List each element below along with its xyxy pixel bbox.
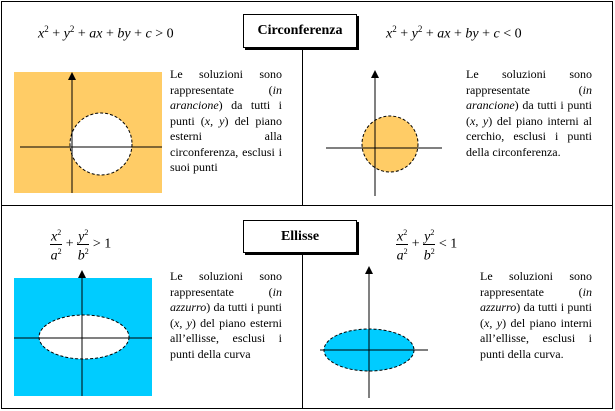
ellipse-right-description: Le soluzioni sono rappresentate (in azzu…	[480, 269, 592, 361]
circle-left-description: Le soluzioni sono rappresentate (in aran…	[170, 67, 282, 174]
ellipse-section-title: Ellisse	[243, 220, 357, 253]
interior-region	[361, 115, 419, 173]
section-divider	[1, 205, 613, 206]
circle-left-equation: x2 + y2 + ax + by + c > 0	[38, 24, 174, 42]
circle-exterior-figure	[14, 72, 162, 193]
ellipse-column-divider	[302, 250, 303, 409]
ellipse-exterior-figure	[14, 270, 152, 396]
circumference-dashed	[69, 112, 133, 176]
circle-right-description: Le soluzioni sono rappresentate (in aran…	[466, 67, 592, 159]
circle-right-equation: x2 + y2 + ax + by + c < 0	[386, 24, 522, 42]
ellipse-interior-figure	[320, 266, 428, 398]
circle-section-title: Circonferenza	[243, 14, 357, 48]
circle-interior-figure	[326, 70, 442, 196]
ellipse-dashed	[38, 314, 130, 360]
ellipse-left-description: Le soluzioni sono rappresentate (in azzu…	[170, 269, 282, 361]
circle-column-divider	[302, 24, 303, 205]
